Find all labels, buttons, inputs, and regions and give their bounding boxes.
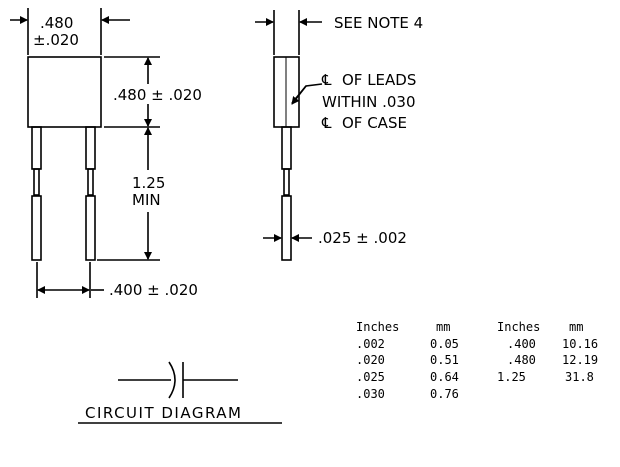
side-lead-upper — [281, 126, 292, 170]
table-header: mm — [569, 320, 583, 334]
capacitor-symbol — [118, 361, 238, 399]
centerline-symbol-2: ℄ — [321, 114, 332, 132]
note-line-2: WITHIN .030 — [322, 93, 416, 111]
table-header: Inches — [356, 320, 399, 334]
centerline-leader — [291, 83, 323, 105]
side-lead-lower — [281, 195, 292, 261]
lead-length-dimension — [97, 127, 160, 261]
lead-left-neck — [33, 168, 40, 196]
table-header: mm — [436, 320, 450, 334]
table-cell: 0.51 — [430, 353, 459, 367]
side-lead-neck — [283, 168, 290, 196]
table-cell: 31.8 — [565, 370, 594, 384]
note-line-3: OF CASE — [342, 114, 407, 132]
table-cell: .020 — [356, 353, 385, 367]
table-cell: .030 — [356, 387, 385, 401]
note-line-1: OF LEADS — [342, 71, 416, 89]
conversion-table: Inches mm Inches mm .002 0.05 .020 0.51 … — [356, 320, 598, 401]
height-dimension-label: .480 ± .020 — [113, 86, 202, 104]
table-cell: .002 — [356, 337, 385, 351]
centerline-symbol-1: ℄ — [321, 71, 332, 89]
table-cell: 1.25 — [497, 370, 526, 384]
table-cell: .025 — [356, 370, 385, 384]
width-value-label: .480 — [40, 14, 73, 32]
table-cell: .480 — [507, 353, 536, 367]
lead-right-lower — [85, 195, 96, 261]
table-header: Inches — [497, 320, 540, 334]
see-note-label: SEE NOTE 4 — [334, 14, 423, 32]
capacitor-front-view — [27, 56, 102, 261]
lead-right-neck — [87, 168, 94, 196]
lead-thickness-label: .025 ± .002 — [318, 229, 407, 247]
table-cell: 0.76 — [430, 387, 459, 401]
table-cell: 0.64 — [430, 370, 459, 384]
width-dimension — [10, 8, 130, 55]
lead-left-upper — [31, 126, 42, 170]
table-cell: 12.19 — [562, 353, 598, 367]
lead-spacing-label: .400 ± .020 — [109, 281, 198, 299]
table-cell: .400 — [507, 337, 536, 351]
lead-length-min-label: MIN — [132, 191, 161, 209]
lead-left-lower — [31, 195, 42, 261]
lead-spacing-dimension — [36, 262, 104, 298]
table-cell: 10.16 — [562, 337, 598, 351]
width-tolerance-label: ±.020 — [33, 31, 79, 49]
case-thickness-dimension — [255, 10, 322, 55]
case-body-front — [27, 56, 102, 128]
lead-length-value-label: 1.25 — [132, 174, 165, 192]
table-cell: 0.05 — [430, 337, 459, 351]
circuit-diagram-caption: CIRCUIT DIAGRAM — [85, 404, 243, 422]
lead-right-upper — [85, 126, 96, 170]
capacitor-side-view — [273, 56, 300, 261]
